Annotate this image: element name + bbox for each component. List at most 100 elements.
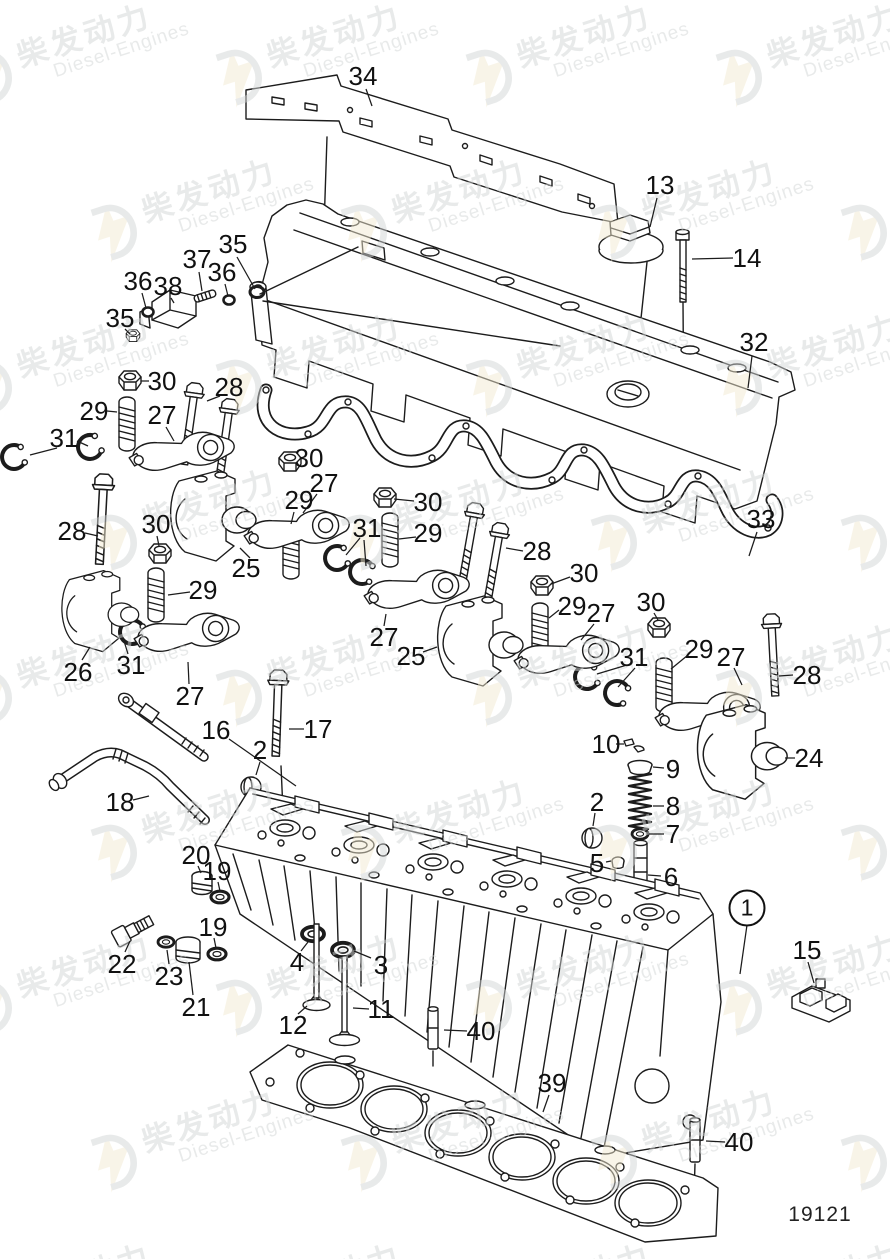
part-9-retainer xyxy=(627,759,653,776)
leader-line xyxy=(124,940,131,953)
callout-30: 30 xyxy=(636,587,666,617)
leader-line xyxy=(187,661,190,685)
callout-31: 31 xyxy=(619,642,649,672)
leader-line xyxy=(691,257,734,260)
callout-31: 31 xyxy=(352,513,382,543)
callout-17: 17 xyxy=(303,714,333,744)
figure-number: 19121 xyxy=(788,1203,852,1226)
leader-line xyxy=(705,1140,726,1143)
callout-33: 33 xyxy=(746,504,776,534)
callout-40: 40 xyxy=(466,1016,496,1046)
leader-line xyxy=(198,271,203,292)
leader-line xyxy=(505,547,524,552)
part-40-dowel-pin xyxy=(427,1006,701,1197)
leader-line xyxy=(290,511,295,525)
part-37-pin xyxy=(193,289,217,303)
callout-25: 25 xyxy=(396,641,426,671)
leader-line xyxy=(739,924,748,975)
callout-8: 8 xyxy=(665,791,681,821)
callout-35: 35 xyxy=(218,229,248,259)
callout-36: 36 xyxy=(207,257,237,287)
leader-line xyxy=(422,646,438,653)
leader-line xyxy=(807,961,815,984)
part-22-sensor xyxy=(110,915,155,948)
leader-line xyxy=(166,949,170,965)
callout-29: 29 xyxy=(684,634,714,664)
callout-31: 31 xyxy=(49,423,79,453)
callout-29: 29 xyxy=(557,591,587,621)
leader-line xyxy=(300,941,309,952)
callout-38: 38 xyxy=(153,271,183,301)
callout-27: 27 xyxy=(369,622,399,652)
leader-line xyxy=(255,761,261,776)
leader-line xyxy=(124,328,131,335)
leader-line xyxy=(652,766,665,769)
callout-25: 25 xyxy=(231,553,261,583)
callout-40: 40 xyxy=(724,1127,754,1157)
callout-26: 26 xyxy=(63,657,93,687)
leader-line xyxy=(156,535,160,547)
callout-36: 36 xyxy=(123,266,153,296)
leader-line xyxy=(548,609,560,619)
callout-2: 2 xyxy=(589,787,605,817)
leader-line xyxy=(165,426,175,442)
callout-30: 30 xyxy=(413,487,443,517)
part-10-collets xyxy=(623,738,645,753)
callout-27: 27 xyxy=(586,598,616,628)
callout-18: 18 xyxy=(105,787,135,817)
callout-30: 30 xyxy=(141,509,171,539)
leader-line xyxy=(542,1094,550,1113)
part-33-cover-gasket: / xyxy=(256,383,784,539)
callout-27: 27 xyxy=(309,468,339,498)
leader-line xyxy=(197,865,202,874)
callout-27: 27 xyxy=(175,681,205,711)
callout-27: 27 xyxy=(147,400,177,430)
callout-10: 10 xyxy=(591,729,621,759)
callout-32: 32 xyxy=(739,327,769,357)
callout-35: 35 xyxy=(105,303,135,333)
leader-line xyxy=(188,961,194,996)
callout-31: 31 xyxy=(116,650,146,680)
leader-line xyxy=(653,612,659,621)
leader-line xyxy=(550,576,571,585)
callout-28: 28 xyxy=(522,536,552,566)
callout-19: 19 xyxy=(202,856,232,886)
callout-5: 5 xyxy=(589,848,605,878)
callout-2: 2 xyxy=(252,735,268,765)
leader-line xyxy=(81,646,91,661)
leader-line xyxy=(748,531,758,557)
callout-14: 14 xyxy=(732,243,762,273)
callout-29: 29 xyxy=(413,518,443,548)
part-20-plug xyxy=(191,870,213,896)
leader-line xyxy=(592,812,596,827)
part-21-plug xyxy=(175,936,201,964)
callout-1: 1 xyxy=(728,889,766,927)
leader-line xyxy=(236,256,256,290)
leader-line xyxy=(596,664,628,675)
leader-line xyxy=(141,292,147,309)
leader-line xyxy=(76,440,89,447)
callout-13: 13 xyxy=(645,170,675,200)
callout-4: 4 xyxy=(289,947,305,977)
callout-11: 11 xyxy=(367,994,395,1024)
part-15-bracket xyxy=(791,978,851,1023)
leader-line xyxy=(383,613,387,627)
callout-12: 12 xyxy=(278,1010,308,1040)
leader-line xyxy=(393,498,415,502)
part-36-washer xyxy=(141,294,236,318)
callout-28: 28 xyxy=(792,660,822,690)
leader-line xyxy=(580,623,595,641)
callout-9: 9 xyxy=(665,754,681,784)
leader-line xyxy=(647,874,662,877)
part-18-pipe xyxy=(48,747,210,825)
leader-line xyxy=(170,297,175,304)
leader-line xyxy=(132,795,150,801)
callout-3: 3 xyxy=(373,950,389,980)
callout-19: 19 xyxy=(198,912,228,942)
leader-line xyxy=(239,547,251,559)
callout-29: 29 xyxy=(284,485,314,515)
leader-line xyxy=(649,197,658,228)
part-16-pipe xyxy=(117,692,209,762)
